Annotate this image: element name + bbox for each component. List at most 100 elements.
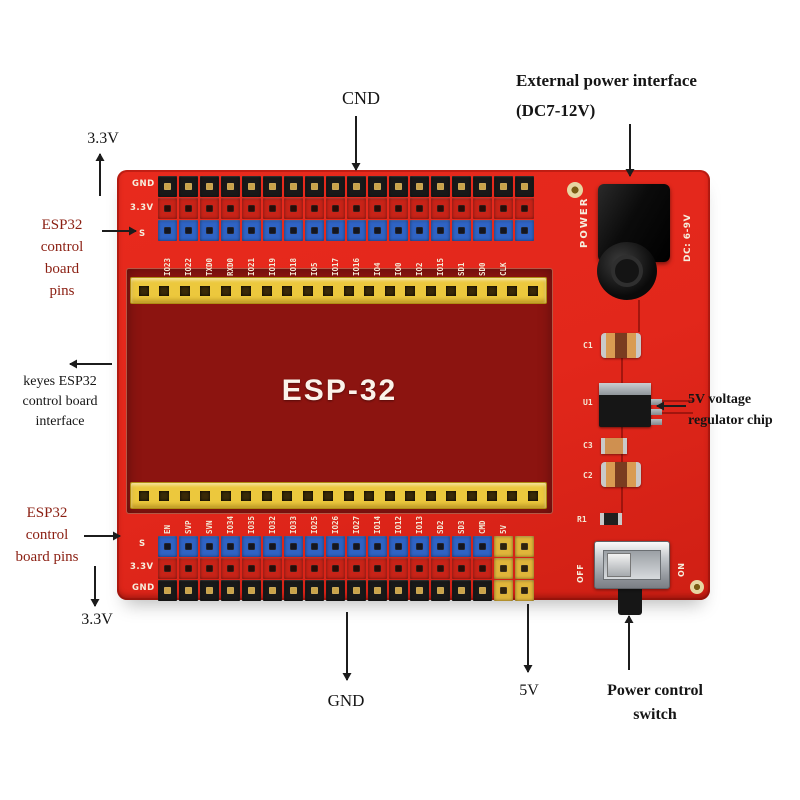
pin-contact	[458, 183, 465, 190]
pin-contact	[416, 183, 423, 190]
label-c2: C2	[583, 471, 593, 480]
annotation-line: control board	[22, 394, 98, 409]
pin-label: IO32	[268, 515, 277, 534]
pin-contact	[437, 543, 444, 550]
pin-contact	[332, 565, 339, 572]
pin	[431, 580, 450, 601]
pin-contact	[374, 565, 381, 572]
pin-row	[158, 220, 534, 241]
annotation-line: keyes ESP32	[23, 374, 97, 389]
pin	[368, 558, 387, 579]
header-socket-hole	[343, 490, 354, 501]
pin	[431, 558, 450, 579]
label-on: ON	[677, 562, 686, 578]
pin-label: SVN	[205, 520, 214, 534]
pin-label: IO33	[289, 515, 298, 534]
pin-label: IO12	[394, 515, 403, 534]
capacitor-c3	[601, 438, 627, 454]
pin	[179, 220, 198, 241]
pin	[263, 536, 282, 557]
header-socket-hole	[486, 285, 497, 296]
header-socket-hole	[323, 490, 334, 501]
annotation-esp32-pins-bottom: ESP32 control board pins	[16, 502, 79, 568]
pin-contact	[290, 205, 297, 212]
pin	[221, 176, 240, 197]
pin	[494, 580, 513, 601]
header-socket-hole	[405, 285, 416, 296]
pin-contact	[311, 183, 318, 190]
pin	[158, 536, 177, 557]
annotation-line: Power control	[607, 682, 703, 699]
pcb-trace	[621, 454, 623, 462]
pin	[515, 558, 534, 579]
pin-contact	[374, 227, 381, 234]
pin	[389, 176, 408, 197]
pin-contact	[479, 543, 486, 550]
silk-gnd-bottom: GND	[132, 583, 155, 593]
regulator-leg	[651, 409, 662, 415]
header-socket-hole	[159, 490, 170, 501]
pin-contact	[332, 543, 339, 550]
pin	[242, 558, 261, 579]
pin-contact	[227, 587, 234, 594]
annotation-gnd: GND	[327, 691, 365, 710]
header-socket-hole	[200, 285, 211, 296]
pin-contact	[206, 565, 213, 572]
pin-contact	[185, 565, 192, 572]
annotation-line: interface	[35, 414, 85, 429]
annotation-regulator: 5V voltage regulator chip	[688, 389, 773, 431]
header-socket-hole	[446, 490, 457, 501]
pin	[263, 220, 282, 241]
mounting-hole	[690, 580, 704, 594]
annotation-line: control	[25, 527, 69, 543]
pin-contact	[206, 543, 213, 550]
pin-contact	[164, 565, 171, 572]
pcb-trace	[621, 427, 623, 438]
pin	[347, 580, 366, 601]
pin-label: IO22	[184, 257, 193, 276]
pin	[368, 220, 387, 241]
barrel-jack-opening	[597, 242, 657, 300]
switch-actuator	[618, 585, 642, 615]
capacitor-c1	[601, 333, 641, 358]
pin	[326, 536, 345, 557]
pin-contact	[500, 587, 507, 594]
pin-contact	[458, 565, 465, 572]
pin-contact	[164, 183, 171, 190]
pin	[431, 198, 450, 219]
annotation-3v3-top: 3.3V	[87, 130, 119, 147]
pin-contact	[206, 183, 213, 190]
header-socket-hole	[282, 285, 293, 296]
pin	[242, 220, 261, 241]
header-socket-hole	[139, 490, 149, 501]
pin-label: IO0	[394, 262, 403, 276]
pin-label: IO14	[373, 515, 382, 534]
pin	[158, 558, 177, 579]
pin-contact	[332, 587, 339, 594]
header-socket-hole	[384, 490, 395, 501]
pin	[242, 580, 261, 601]
pin-contact	[521, 205, 528, 212]
pin	[221, 536, 240, 557]
pin-row	[158, 176, 534, 197]
pin-contact	[353, 183, 360, 190]
pin	[347, 558, 366, 579]
pin-contact	[164, 227, 171, 234]
header-socket-hole	[302, 490, 313, 501]
pin	[179, 198, 198, 219]
label-c1: C1	[583, 341, 593, 350]
pin	[284, 220, 303, 241]
pin-label: SD2	[436, 520, 445, 534]
pin	[284, 536, 303, 557]
pin-contact	[248, 183, 255, 190]
pin	[410, 198, 429, 219]
pin-contact	[227, 183, 234, 190]
label-c3: C3	[583, 441, 593, 450]
pin-contact	[164, 543, 171, 550]
pin	[305, 220, 324, 241]
pin-label: IO21	[247, 257, 256, 276]
header-socket-hole	[241, 490, 252, 501]
